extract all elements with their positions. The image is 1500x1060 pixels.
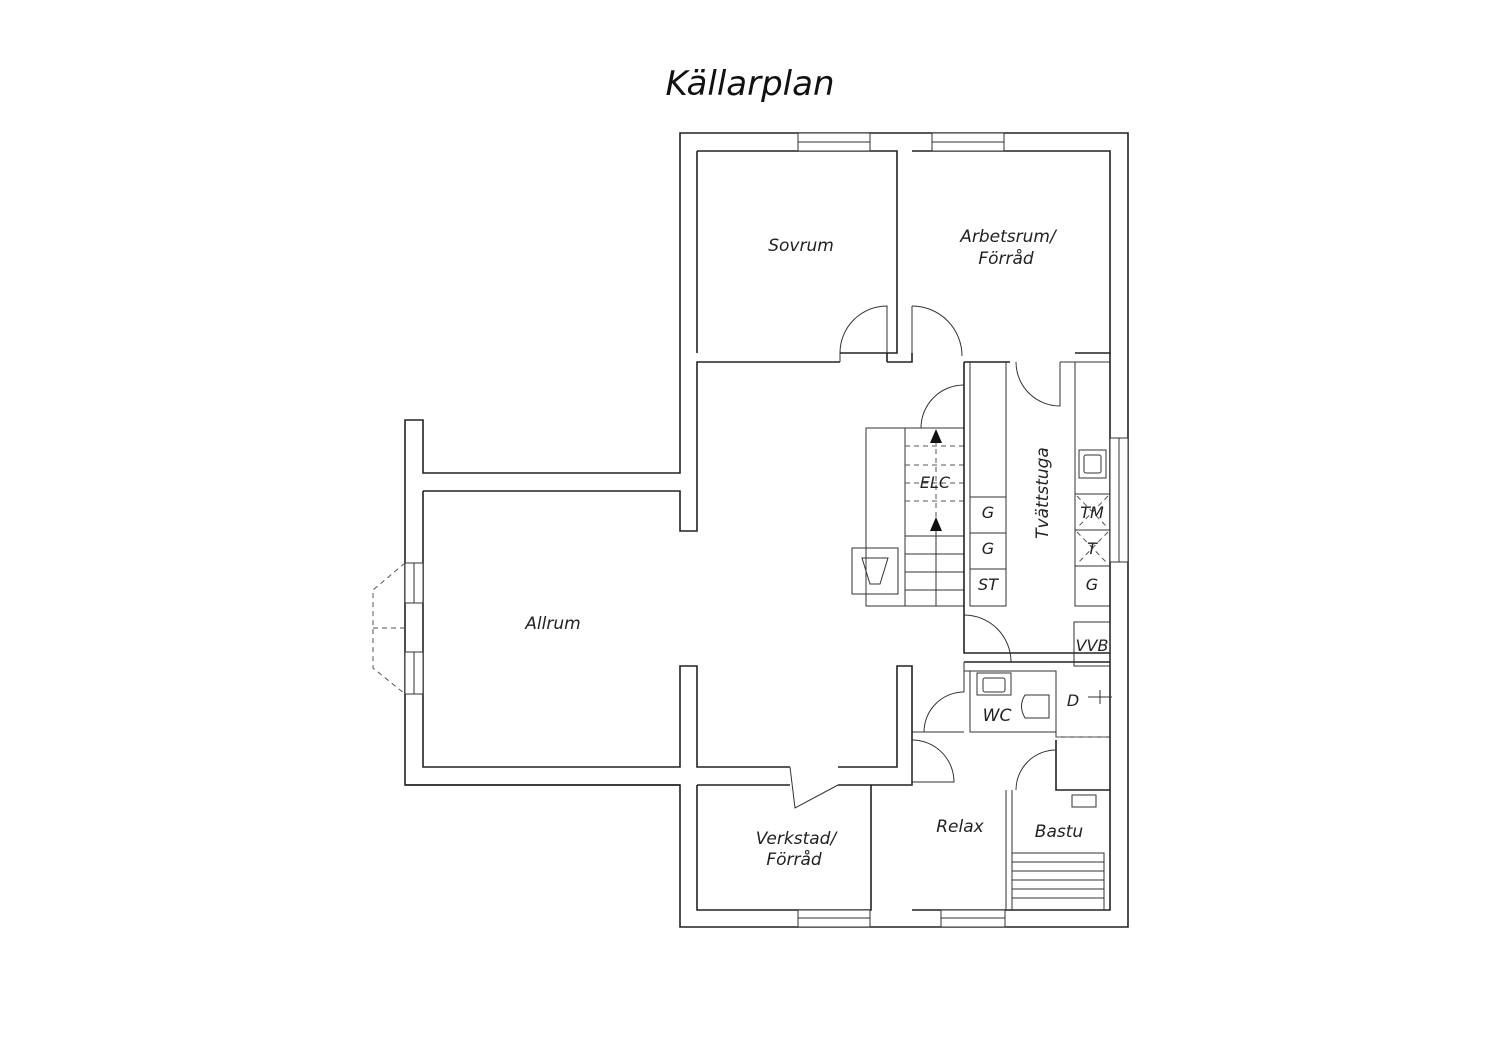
label-st: ST <box>978 575 999 594</box>
label-wc: WC <box>983 706 1012 726</box>
wet-rooms <box>911 661 1112 910</box>
label-d: D <box>1067 691 1079 710</box>
label-g-3: G <box>1086 575 1098 594</box>
label-t: T <box>1087 539 1098 558</box>
plan-title: Källarplan <box>665 64 835 104</box>
label-verkstad-line2: Förråd <box>766 849 822 870</box>
label-sovrum: Sovrum <box>768 236 834 256</box>
label-tm: TM <box>1080 503 1104 522</box>
label-elc: ELC <box>920 473 951 492</box>
windows <box>372 132 1129 928</box>
bedroom-doors <box>839 305 963 362</box>
room-labels: Sovrum Arbetsrum/ Förråd Allrum Verkstad… <box>524 227 1083 870</box>
label-arbetsrum-line1: Arbetsrum/ <box>959 227 1058 247</box>
allrum-walls <box>405 353 913 786</box>
verkstad-walls <box>696 766 872 911</box>
label-vvb: VVB <box>1076 636 1109 655</box>
label-allrum: Allrum <box>524 614 580 634</box>
fixture-labels: ELC G G ST TM T G VVB D <box>920 473 1109 710</box>
label-g-1: G <box>982 503 994 522</box>
label-arbetsrum-line2: Förråd <box>978 248 1034 269</box>
staircase <box>851 384 965 607</box>
label-bastu: Bastu <box>1035 822 1084 842</box>
label-verkstad-line1: Verkstad/ <box>756 829 839 849</box>
label-tvattstuga: Tvättstuga <box>1033 447 1053 539</box>
laundry-area <box>963 361 1111 667</box>
label-g-2: G <box>982 539 994 558</box>
label-relax: Relax <box>936 817 984 837</box>
